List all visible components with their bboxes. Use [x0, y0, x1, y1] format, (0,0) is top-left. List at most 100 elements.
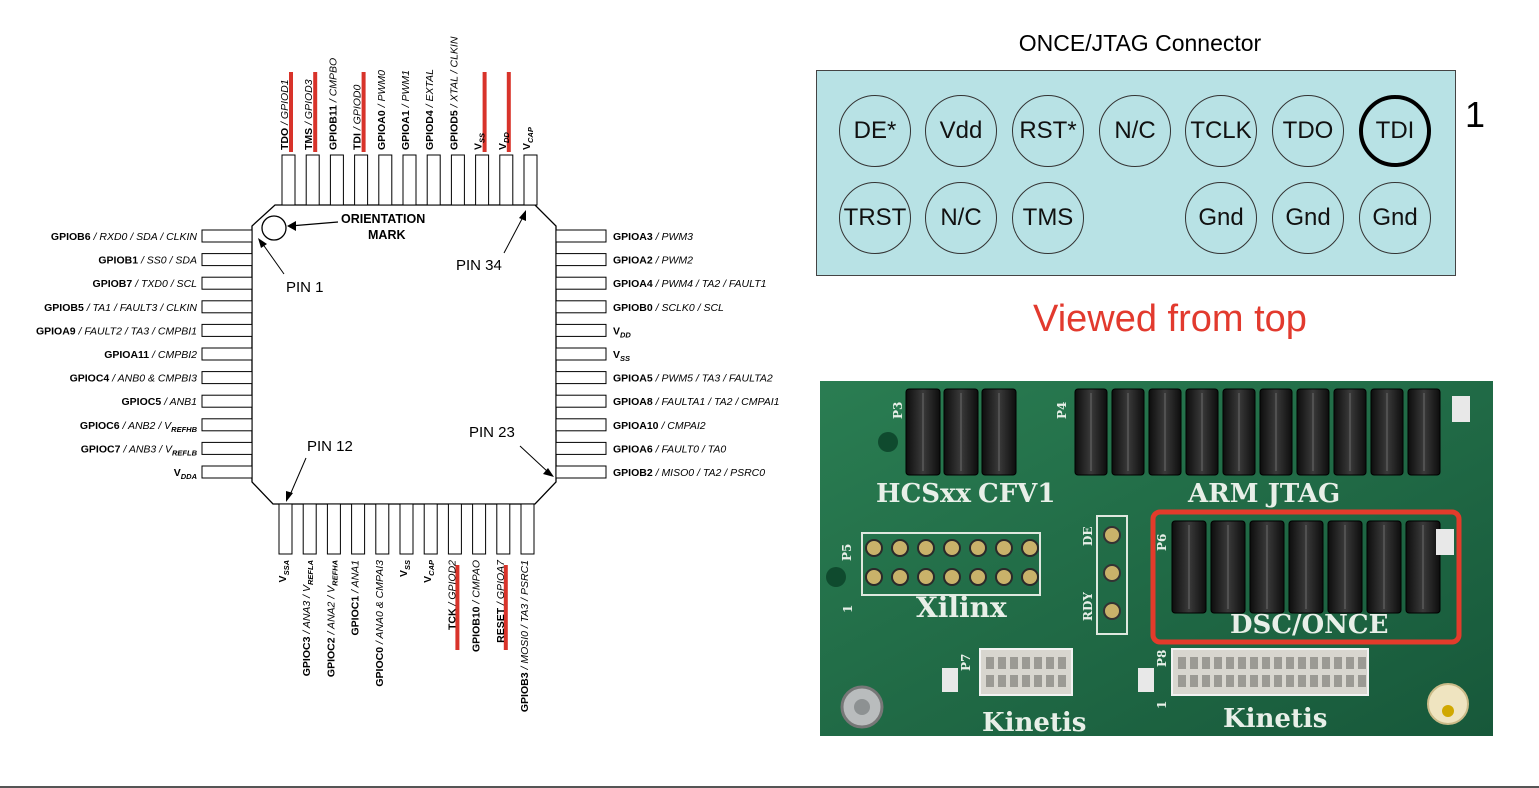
pin-name: GPIOA0 [376, 110, 388, 150]
kinetis-pin [1034, 657, 1042, 669]
pin-alt-function: / CMPAI2 [659, 420, 706, 432]
kinetis-left-marker [942, 668, 958, 692]
orientation-mark-label-line2: MARK [368, 228, 406, 242]
right-pin-lead [555, 465, 607, 479]
xilinx-pad [969, 568, 987, 586]
kinetis-pin [1226, 657, 1234, 669]
right-pin-lead [555, 441, 607, 455]
jtag-pin-gnd-3: Gnd [1359, 182, 1431, 254]
pin-alt-function: / FAULT0 / TA0 [653, 443, 727, 455]
pin-alt-function: / PWM0 [376, 70, 388, 110]
kinetis-pin [1010, 675, 1018, 687]
pin-alt-function: / CMPBI2 [149, 349, 197, 361]
pin-alt-function: / GPIOD0 [352, 84, 364, 133]
silk-p8: P8 [1155, 650, 1169, 667]
pin-name: GPIOA1 [400, 110, 412, 150]
pin-name: V [398, 570, 410, 577]
kinetis-pin [1310, 657, 1318, 669]
right-pin-lead [555, 418, 607, 432]
silk-p5: P5 [840, 544, 854, 561]
left-pin-label: GPIOB6 / RXD0 / SDA / CLKIN [51, 231, 197, 243]
orientation-mark-circle [261, 215, 287, 241]
pin-alt-function: / PWM5 / TA3 / FAULTA2 [653, 373, 773, 385]
silk-cfv1: CFV1 [978, 479, 1055, 509]
pin12-callout: PIN 12 [307, 438, 353, 455]
pin34-callout-arrowhead [519, 210, 526, 221]
silk-de: DE [1081, 526, 1095, 546]
right-pin-label: GPIOA2 / PWM2 [613, 255, 693, 267]
left-pin-lead [201, 465, 253, 479]
pin-alt-function: / CMPAO [471, 560, 483, 606]
right-pin-lead [555, 253, 607, 267]
top-pin-lead [475, 154, 490, 206]
bottom-pin-lead [472, 503, 487, 555]
left-pins: GPIOB6 / RXD0 / SDA / CLKIN GPIOB1 / SS0 … [36, 229, 253, 481]
pin-name: V [422, 576, 434, 583]
silk-one-left: 1 [841, 605, 855, 613]
bottom-pin-label: GPIOB10 / CMPAO [471, 560, 483, 652]
pin-name: GPIOC1 [350, 596, 362, 636]
bottom-pin-label: GPIOB3 / MOSI0 / TA3 / PSRC1 [519, 560, 531, 712]
silk-p3: P3 [891, 402, 905, 419]
bottom-pin-lead [326, 503, 341, 555]
pin-alt-function: / MISO0 / TA2 / PSRC0 [653, 467, 766, 479]
top-pin-lead [499, 154, 514, 206]
kinetis-pin [1310, 675, 1318, 687]
kinetis-pin [1322, 675, 1330, 687]
bottom-pin-lead [447, 503, 462, 555]
xilinx-header-outline [861, 532, 1041, 596]
pin-name: GPIOA8 [613, 396, 653, 408]
kinetis-pin [1214, 657, 1222, 669]
jtag-pin-vdd: Vdd [925, 95, 997, 167]
left-pin-label: GPIOB1 / SS0 / SDA [98, 255, 197, 267]
top-pin-highlight-bar [361, 72, 366, 152]
left-pin-lead [201, 253, 253, 267]
xilinx-pad [943, 539, 961, 557]
kinetis-pin [1178, 657, 1186, 669]
kinetis-pin [998, 657, 1006, 669]
silk-hcsxx: HCSxx [876, 479, 972, 509]
kinetis-right-header [1171, 648, 1369, 696]
ic-package-body [251, 204, 557, 505]
kinetis-pin [1238, 657, 1246, 669]
pin-subscript: CAP [427, 559, 436, 576]
pin-alt-function: / SCLK0 / SCL [653, 302, 724, 314]
pin-alt-function: / FAULTA1 / TA2 / CMPAI1 [653, 396, 780, 408]
mounting-screw-center [854, 699, 870, 715]
bottom-pin-lead [351, 503, 366, 555]
kinetis-pin [986, 675, 994, 687]
xilinx-pad [1021, 568, 1039, 586]
pin23-callout: PIN 23 [469, 424, 515, 441]
xilinx-pad [891, 568, 909, 586]
right-pin-lead [555, 300, 607, 314]
left-pin-label: GPIOC4 / ANB0 & CMPBI3 [70, 373, 198, 385]
kinetis-pin [1346, 657, 1354, 669]
right-pin-label: GPIOB2 / MISO0 / TA2 / PSRC0 [613, 467, 765, 479]
pin12-callout-line [289, 457, 307, 496]
left-pin-lead [201, 323, 253, 337]
top-pin-highlight-bar [506, 72, 511, 152]
pin-name: RESET [495, 607, 507, 643]
pin-name: GPIOB2 [613, 467, 653, 479]
kinetis-pin [1334, 675, 1342, 687]
silk-xilinx: Xilinx [916, 591, 1007, 624]
top-pin-label: TDI / GPIOD0 [352, 84, 364, 150]
kinetis-pin [1238, 675, 1246, 687]
top-pin-label: GPIOA1 / PWM1 [400, 70, 412, 150]
kinetis-pin [1286, 657, 1294, 669]
jtag-pin-rst: RST* [1012, 95, 1084, 167]
right-pin-label: GPIOA4 / PWM4 / TA2 / FAULT1 [613, 278, 766, 290]
pin-name: V [277, 575, 289, 582]
jumper-pad-2 [1103, 564, 1121, 582]
silk-p4: P4 [1055, 402, 1069, 419]
pin1-callout-arrowhead [258, 238, 267, 248]
kinetis-pin [986, 657, 994, 669]
right-pin-label: VDD [613, 325, 631, 339]
bottom-pin-label: GPIOC2 / ANA2 / VREFHA [325, 560, 339, 677]
right-pin-lead [555, 229, 607, 243]
kinetis-left-header [979, 648, 1073, 696]
left-pin-lead [201, 371, 253, 385]
pin-name: GPIOB7 [93, 278, 133, 290]
